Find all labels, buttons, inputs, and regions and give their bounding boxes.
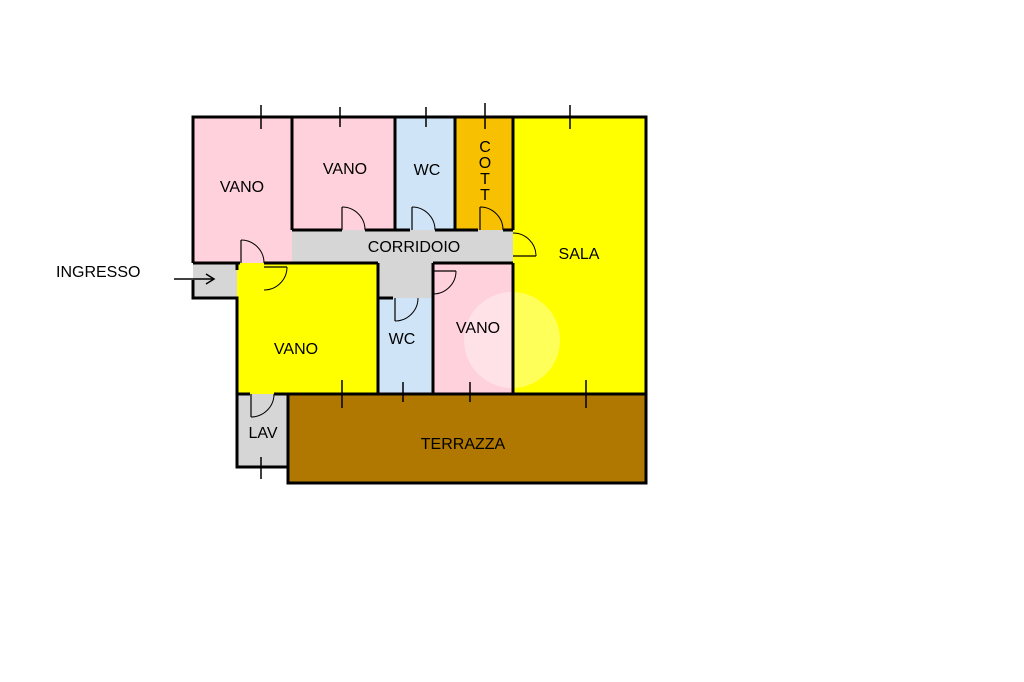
- room-label-lav: LAV: [248, 425, 277, 442]
- room-label-wc-top: WC: [414, 162, 441, 179]
- entrance-label: INGRESSO: [56, 264, 140, 281]
- room-cottura: [455, 117, 513, 230]
- room-label-terrazza: TERRAZZA: [421, 436, 506, 453]
- room-label-sala: SALA: [559, 246, 600, 263]
- room-vano-top-mid: [292, 117, 395, 230]
- doors: [240, 206, 537, 418]
- room-label-vano-top-left: VANO: [220, 179, 264, 196]
- room-corridoio-lower: [378, 263, 433, 298]
- window-ticks: [250, 103, 610, 479]
- room-vano-bottom-mid: [433, 263, 513, 394]
- room-label-vano-bottom-left: VANO: [274, 341, 318, 358]
- room-corridoio: [292, 230, 513, 263]
- entrance-arrow-icon: [174, 273, 216, 285]
- room-terrazza: [288, 394, 646, 483]
- room-vano-top-left: [193, 117, 292, 263]
- room-wc-bottom: [378, 298, 433, 394]
- room-label-corridoio: CORRIDOIO: [368, 239, 460, 256]
- room-lav: [237, 394, 288, 467]
- room-label-vano-bottom-mid: VANO: [456, 320, 500, 337]
- room-vano-bottom-left: [237, 263, 378, 394]
- room-label-vano-top-mid: VANO: [323, 161, 367, 178]
- room-label-wc-bottom: WC: [389, 331, 416, 348]
